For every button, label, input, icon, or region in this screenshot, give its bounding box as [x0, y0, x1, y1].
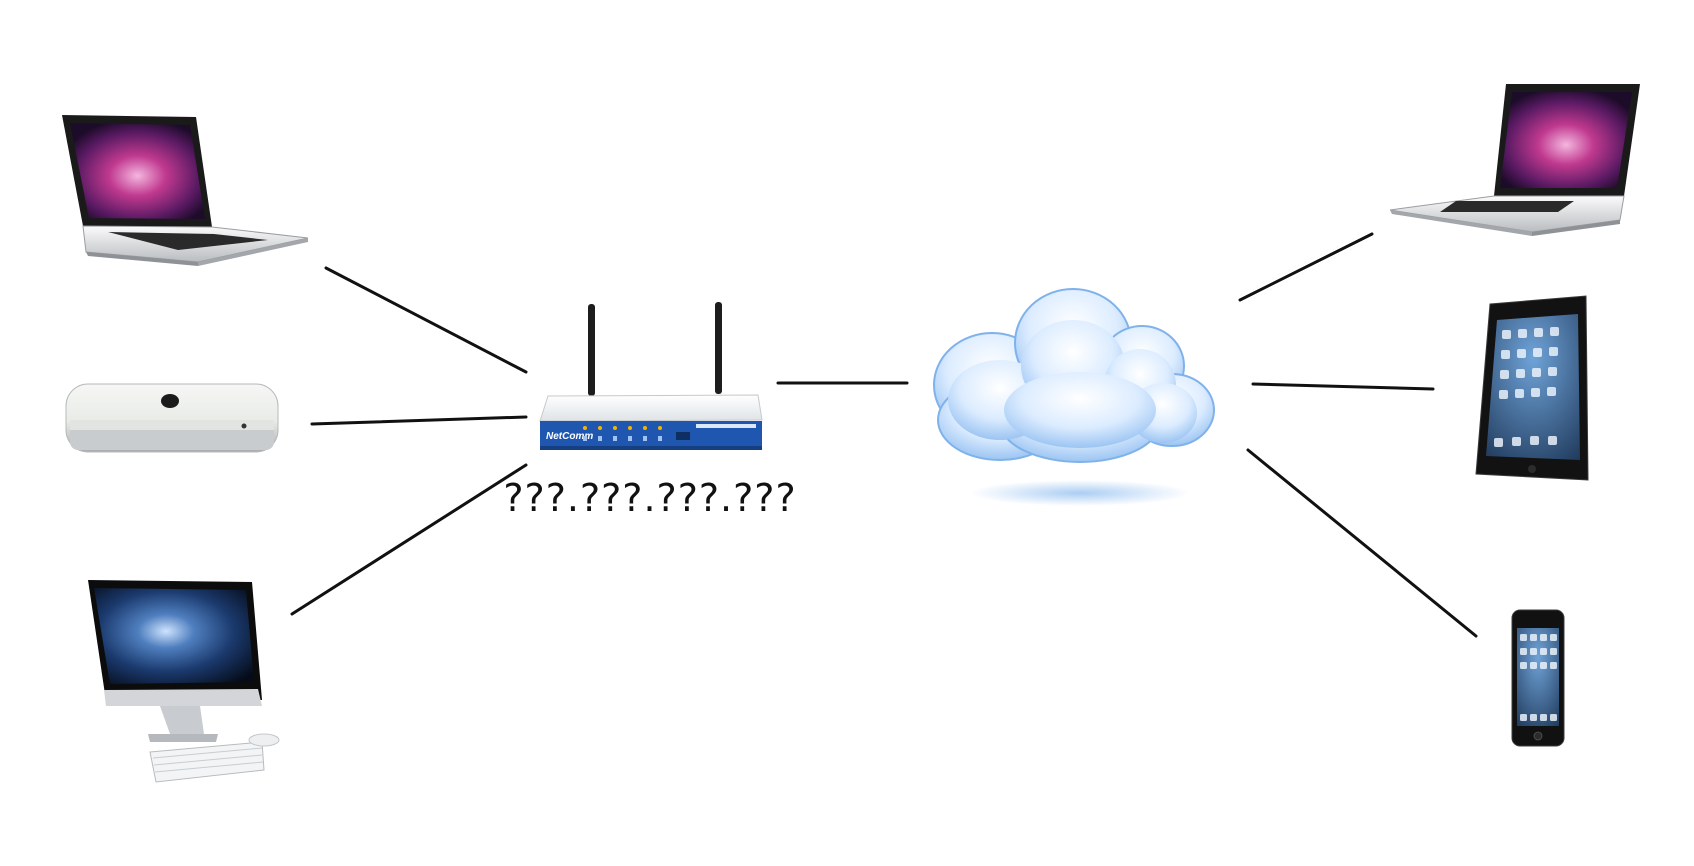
- cloud: [933, 288, 1215, 506]
- connections: [290, 232, 1478, 638]
- router-brand: NetComm: [546, 431, 593, 442]
- link-cloud-iphone: [1246, 448, 1478, 638]
- link-imac-router: [290, 463, 528, 616]
- macbook-left: [62, 115, 309, 266]
- tablet-icon: [1475, 295, 1589, 481]
- router-icon: NetComm: [539, 302, 763, 450]
- apple-logo-icon: [161, 394, 179, 408]
- router-ip-label: ???.???.???.???: [503, 476, 797, 520]
- link-macbook-router: [324, 266, 528, 374]
- laptop-icon: [1389, 84, 1640, 236]
- cloud-icon: [933, 288, 1215, 506]
- mac-mini-icon: [65, 383, 279, 453]
- macbook-right: [1389, 84, 1640, 236]
- link-macmini-router: [310, 415, 528, 426]
- phone-icon: [1511, 609, 1565, 747]
- mac-mini: [65, 383, 279, 453]
- imac-icon: [88, 580, 280, 783]
- laptop-icon: [62, 115, 309, 266]
- router: NetComm: [539, 302, 763, 450]
- imac: [88, 580, 280, 783]
- link-cloud-macbook: [1238, 232, 1374, 302]
- ipad: [1475, 295, 1589, 481]
- iphone: [1511, 609, 1565, 747]
- link-cloud-ipad: [1251, 382, 1435, 391]
